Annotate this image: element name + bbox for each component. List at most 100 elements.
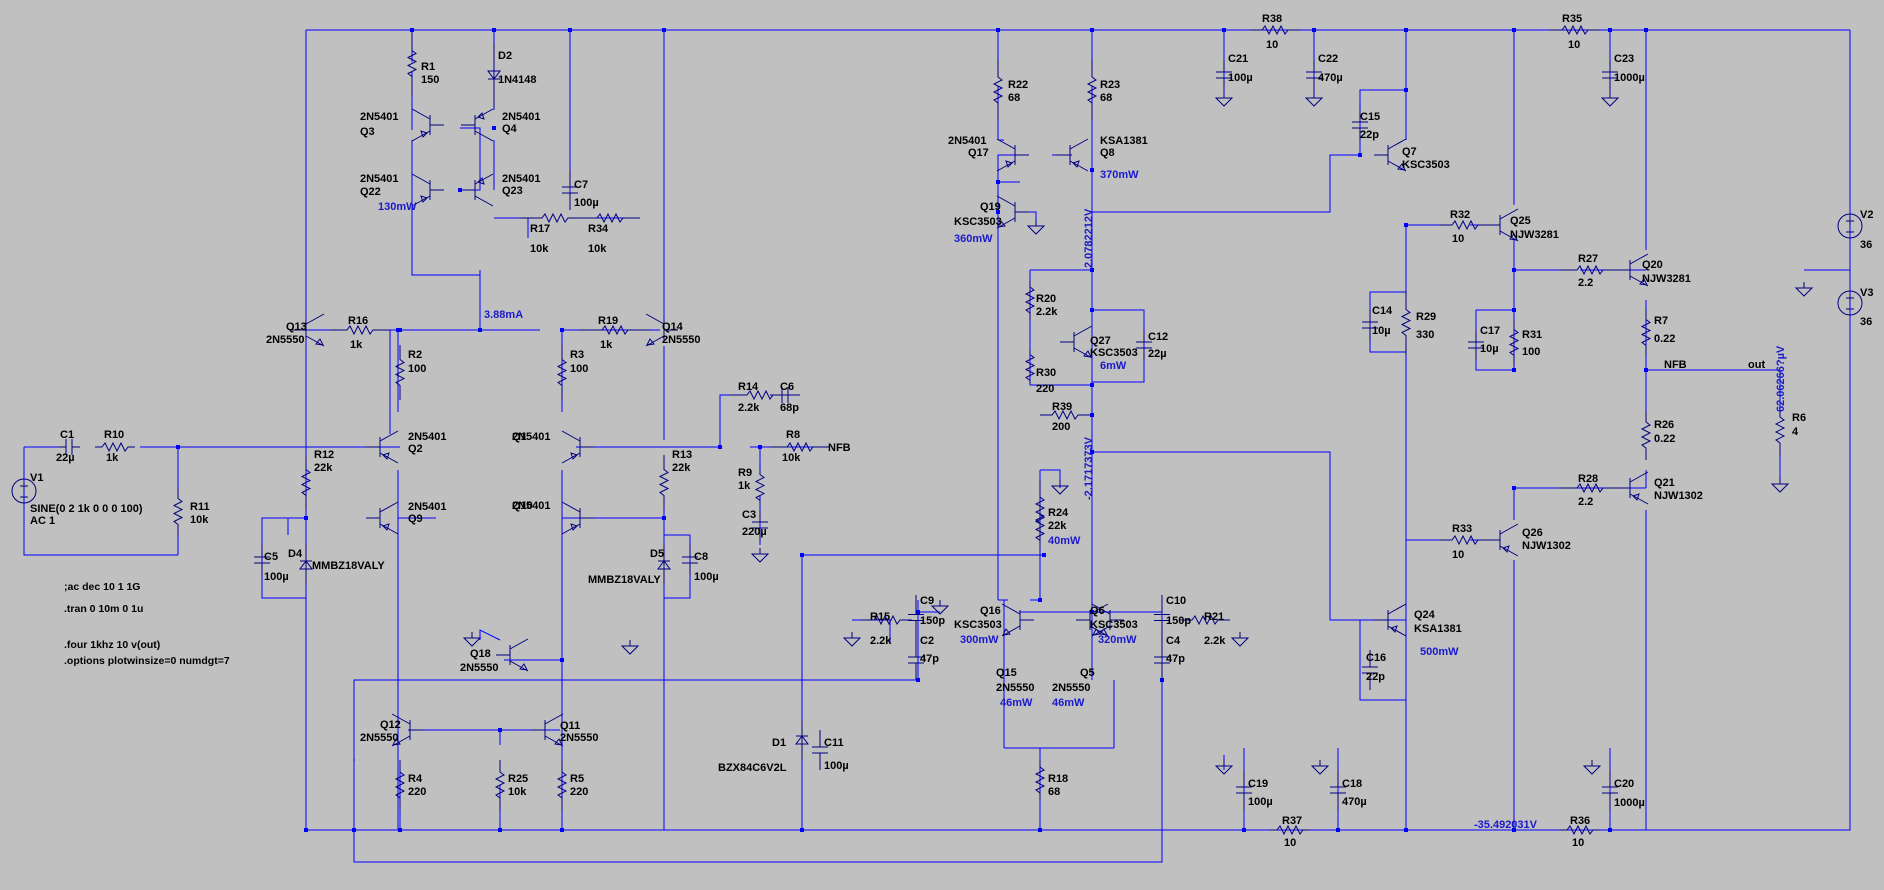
ground-icon: [1770, 478, 1790, 493]
emitter-arrow: [570, 523, 578, 531]
emitter-arrow: [1390, 625, 1398, 633]
junction: [1608, 828, 1612, 832]
value-c19: 100µ: [1248, 796, 1273, 808]
wire: [719, 394, 740, 447]
label-r11: R11: [190, 501, 210, 513]
value-r36: 10: [1572, 837, 1584, 849]
component-labels: R1150D21N4148Q32N5401Q42N5401Q222N5401Q2…: [30, 13, 1873, 849]
label-r10: R10: [104, 429, 124, 441]
diode: [657, 545, 671, 585]
diode: [299, 545, 313, 585]
label-r6: R6: [1792, 412, 1806, 424]
value-r23: 68: [1100, 92, 1112, 104]
value-q21: NJW1302: [1654, 490, 1703, 502]
value-q5: 2N5550: [1052, 682, 1091, 694]
label-r21: R21: [1204, 611, 1224, 623]
capacitor: [1362, 310, 1378, 340]
label-r17: R17: [530, 223, 550, 235]
junction: [1090, 610, 1094, 614]
label-c4: C4: [1166, 635, 1181, 647]
resistor: [1640, 310, 1652, 355]
emitter-arrow: [1092, 628, 1101, 636]
resistor: [95, 441, 135, 453]
label-q17: Q17: [968, 147, 989, 159]
label-v3: V3: [1860, 287, 1873, 299]
resistor: [394, 345, 406, 400]
label-r7: R7: [1654, 315, 1668, 327]
spice-directive: .four 1khz 10 v(out): [64, 639, 160, 651]
value-q14: 2N5550: [662, 334, 701, 346]
label-c21: C21: [1228, 53, 1248, 65]
resistor: [1034, 505, 1046, 550]
annotation-q15-power: 46mW: [1000, 697, 1033, 709]
junction: [1042, 553, 1046, 557]
emitter-arrow: [1632, 493, 1640, 501]
value-r24: 22k: [1048, 520, 1067, 532]
label-r18: R18: [1048, 773, 1068, 785]
transistor: [531, 713, 564, 747]
label-r12: R12: [314, 449, 334, 461]
ground-icon: [620, 640, 640, 655]
label-q9: Q9: [408, 513, 423, 525]
capacitor: [1216, 60, 1232, 90]
emitter-arrow: [570, 452, 578, 460]
label-c18: C18: [1342, 778, 1362, 790]
capacitor: [1602, 60, 1618, 90]
junction: [1090, 450, 1094, 454]
value-v3: 36: [1860, 316, 1872, 328]
label-r33: R33: [1452, 523, 1472, 535]
value-r1: 150: [421, 74, 439, 86]
transistor: [1060, 325, 1093, 359]
annotation-neg-rail-v: -35.492031V: [1474, 819, 1538, 831]
label-r5: R5: [570, 773, 584, 785]
value-q7: KSC3503: [1402, 159, 1450, 171]
label-r35: R35: [1562, 13, 1582, 25]
annotation-q22-power: 130mW: [378, 201, 417, 213]
capacitor: [254, 545, 270, 575]
junction: [1512, 268, 1516, 272]
transistor: [1486, 523, 1519, 557]
emitter-arrow: [1509, 233, 1518, 241]
junction: [1644, 28, 1648, 32]
junction: [1608, 28, 1612, 32]
junction: [1404, 88, 1408, 92]
junction: [1090, 413, 1094, 417]
label-r39: R39: [1052, 401, 1072, 413]
junction: [1090, 168, 1094, 172]
capacitor: [908, 595, 924, 640]
value-r30: 220: [1036, 383, 1054, 395]
label-q24: Q24: [1414, 609, 1436, 621]
value-r38: 10: [1266, 39, 1278, 51]
label-q26: Q26: [1522, 527, 1543, 539]
resistor: [580, 324, 650, 336]
label-r20: R20: [1036, 293, 1056, 305]
value-q4: 2N5401: [502, 111, 541, 123]
label-r28: R28: [1578, 473, 1598, 485]
spice-directive: .tran 0 10m 0 1u: [64, 603, 143, 615]
value-q27: KSC3503: [1090, 347, 1138, 359]
label-r37: R37: [1282, 815, 1302, 827]
label-r26: R26: [1654, 419, 1674, 431]
label-r3: R3: [570, 349, 584, 361]
label-q21: Q21: [1654, 477, 1675, 489]
junction: [916, 610, 920, 614]
wire: [1092, 451, 1360, 621]
junction: [662, 28, 666, 32]
junction: [560, 658, 564, 662]
transistor: [1056, 138, 1089, 172]
ground-icon: [462, 632, 482, 647]
transistor: [1616, 253, 1649, 287]
transistor: [996, 195, 1029, 229]
label-v2: V2: [1860, 209, 1873, 221]
junction: [1512, 368, 1516, 372]
resistor: [556, 760, 568, 810]
label-c20: C20: [1614, 778, 1634, 790]
junction: [1242, 828, 1246, 832]
transistor: [391, 713, 424, 747]
label-q13: Q13: [286, 321, 307, 333]
resistor: [1400, 290, 1412, 355]
resistor: [770, 441, 830, 453]
resistor: [406, 32, 418, 95]
label-r34: R34: [588, 223, 609, 235]
annotation-tail-current: 3.88mA: [484, 309, 523, 321]
